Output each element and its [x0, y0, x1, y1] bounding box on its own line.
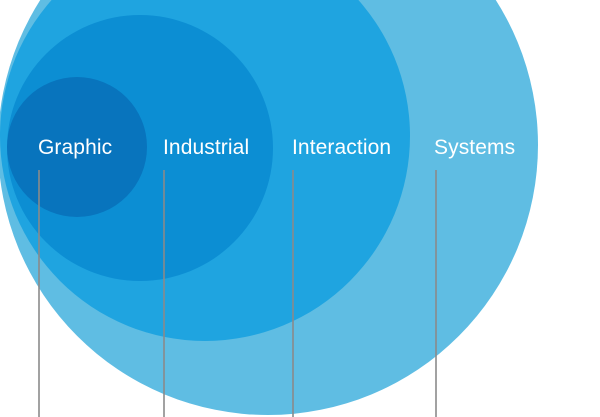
systems-label: Systems: [434, 136, 516, 159]
graphic-circle: [7, 77, 147, 217]
industrial-label: Industrial: [163, 136, 250, 159]
graphic-label: Graphic: [38, 136, 113, 159]
interaction-label: Interaction: [292, 136, 392, 159]
